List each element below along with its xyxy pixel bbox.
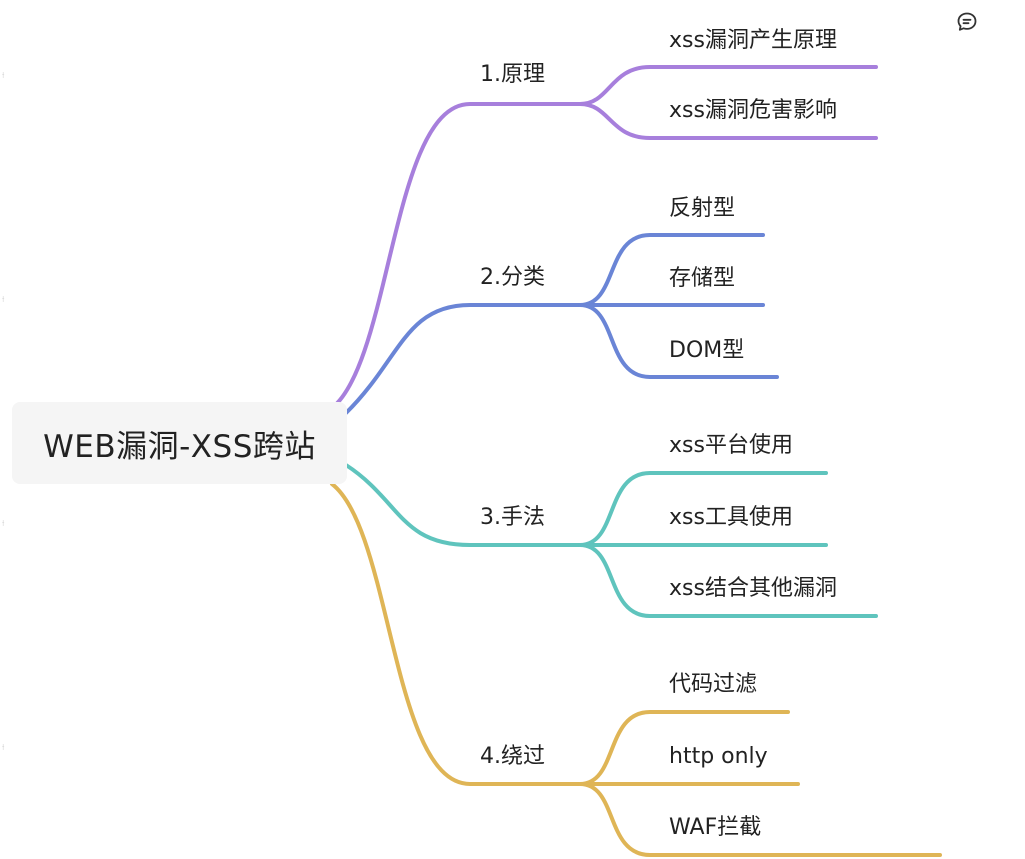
leaf-node-xss-impact[interactable]: xss漏洞危害影响 [669, 98, 837, 123]
branch-4-to-child-3-connector [578, 782, 942, 857]
edge-marker: ⟊ [2, 295, 5, 305]
edge-marker: ⟊ [2, 519, 5, 529]
branch-node-4-bypass[interactable]: 4.绕过 [480, 744, 545, 769]
branch-3-to-child-3-connector [578, 543, 878, 618]
root-node[interactable]: WEB漏洞-XSS跨站 [12, 402, 347, 484]
branch-2-to-child-3-connector [578, 303, 779, 379]
edge-marker: ⟊ [2, 71, 5, 81]
leaf-node-xss-tools[interactable]: xss工具使用 [669, 505, 793, 530]
branch-4-to-child-1-connector [578, 710, 790, 786]
root-to-branch-2-connector [344, 303, 582, 415]
root-to-branch-3-connector [344, 463, 582, 547]
branch-1-to-child-2-connector [578, 102, 878, 140]
leaf-node-xss-platform[interactable]: xss平台使用 [669, 433, 793, 458]
leaf-node-xss-combined[interactable]: xss结合其他漏洞 [669, 576, 837, 601]
root-to-branch-4-connector [330, 482, 582, 786]
edge-marker: ⟊ [2, 743, 5, 753]
comment-icon [957, 12, 977, 31]
branch-3-edges [344, 463, 878, 618]
branch-1-to-child-1-connector [578, 65, 878, 106]
branch-3-to-child-1-connector [578, 471, 828, 547]
leaf-node-reflected[interactable]: 反射型 [669, 196, 736, 221]
comment-button[interactable] [955, 10, 979, 34]
leaf-node-xss-cause[interactable]: xss漏洞产生原理 [669, 28, 837, 53]
branch-node-3-techniques[interactable]: 3.手法 [480, 505, 545, 530]
branch-node-2-classification[interactable]: 2.分类 [480, 265, 545, 290]
leaf-node-http-only[interactable]: http only [669, 744, 768, 769]
branch-1-edges [330, 65, 878, 410]
leaf-node-waf[interactable]: WAF拦截 [669, 815, 762, 840]
branch-2-to-child-1-connector [578, 233, 765, 307]
root-to-branch-1-connector [330, 102, 582, 410]
leaf-node-stored[interactable]: 存储型 [669, 266, 736, 291]
leaf-node-dom[interactable]: DOM型 [669, 338, 745, 363]
root-node-label: WEB漏洞-XSS跨站 [43, 428, 316, 465]
leaf-node-code-filter[interactable]: 代码过滤 [669, 672, 758, 697]
branch-node-1-principle[interactable]: 1.原理 [480, 62, 545, 87]
branch-2-edges [344, 233, 779, 415]
branch-4-edges [330, 482, 942, 857]
